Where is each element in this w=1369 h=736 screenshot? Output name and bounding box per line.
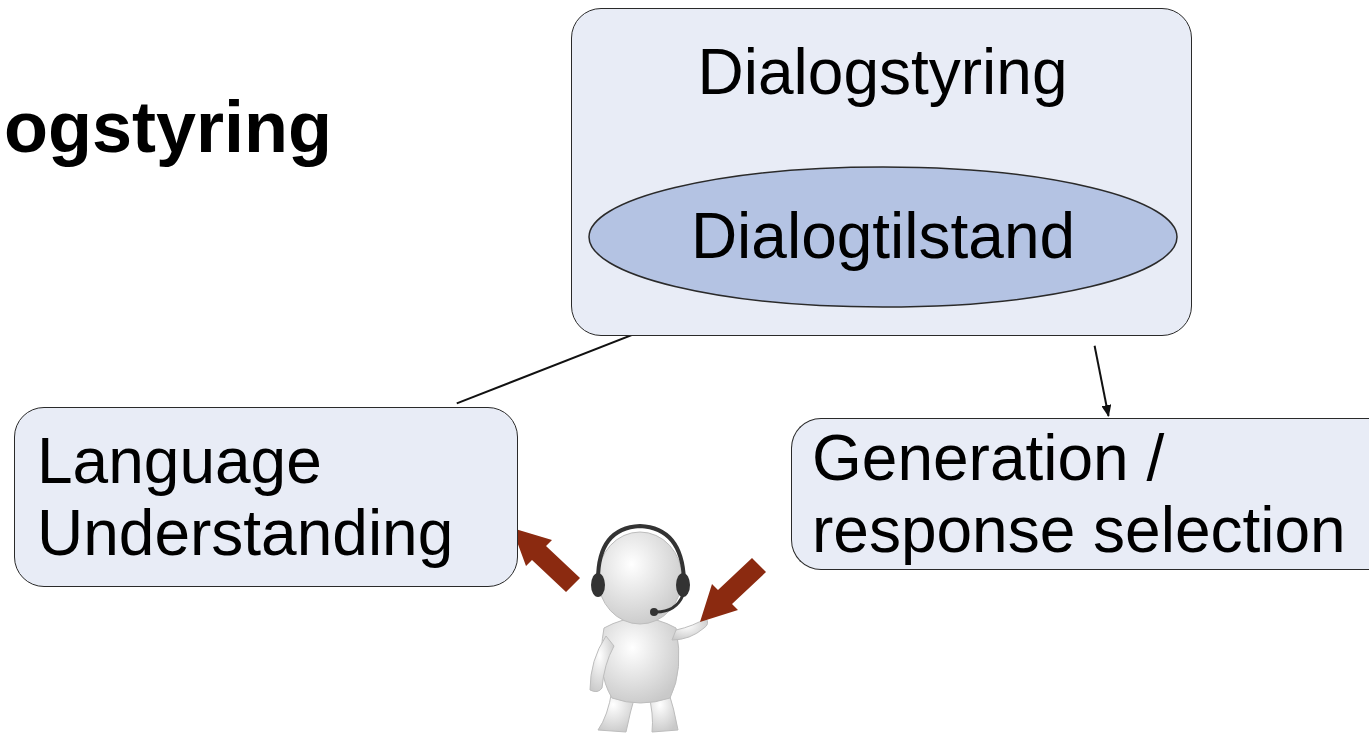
title-text: ogstyring [4, 86, 332, 168]
node-label: Dialogtilstand [691, 201, 1075, 273]
arrow-connector [1095, 346, 1109, 416]
process-box: DialogstyringDialogtilstand [571, 8, 1192, 336]
brown-arrow [512, 528, 580, 592]
node-label: Language Understanding [37, 426, 497, 569]
brown-arrow [700, 558, 766, 622]
state-ellipse: Dialogtilstand [588, 166, 1178, 308]
person-figure [590, 526, 708, 732]
node-label: Generation / response selection [812, 423, 1357, 566]
process-box: Generation / response selection [791, 418, 1369, 570]
process-box: Language Understanding [14, 407, 518, 587]
node-label: Dialogstyring [698, 37, 1068, 109]
